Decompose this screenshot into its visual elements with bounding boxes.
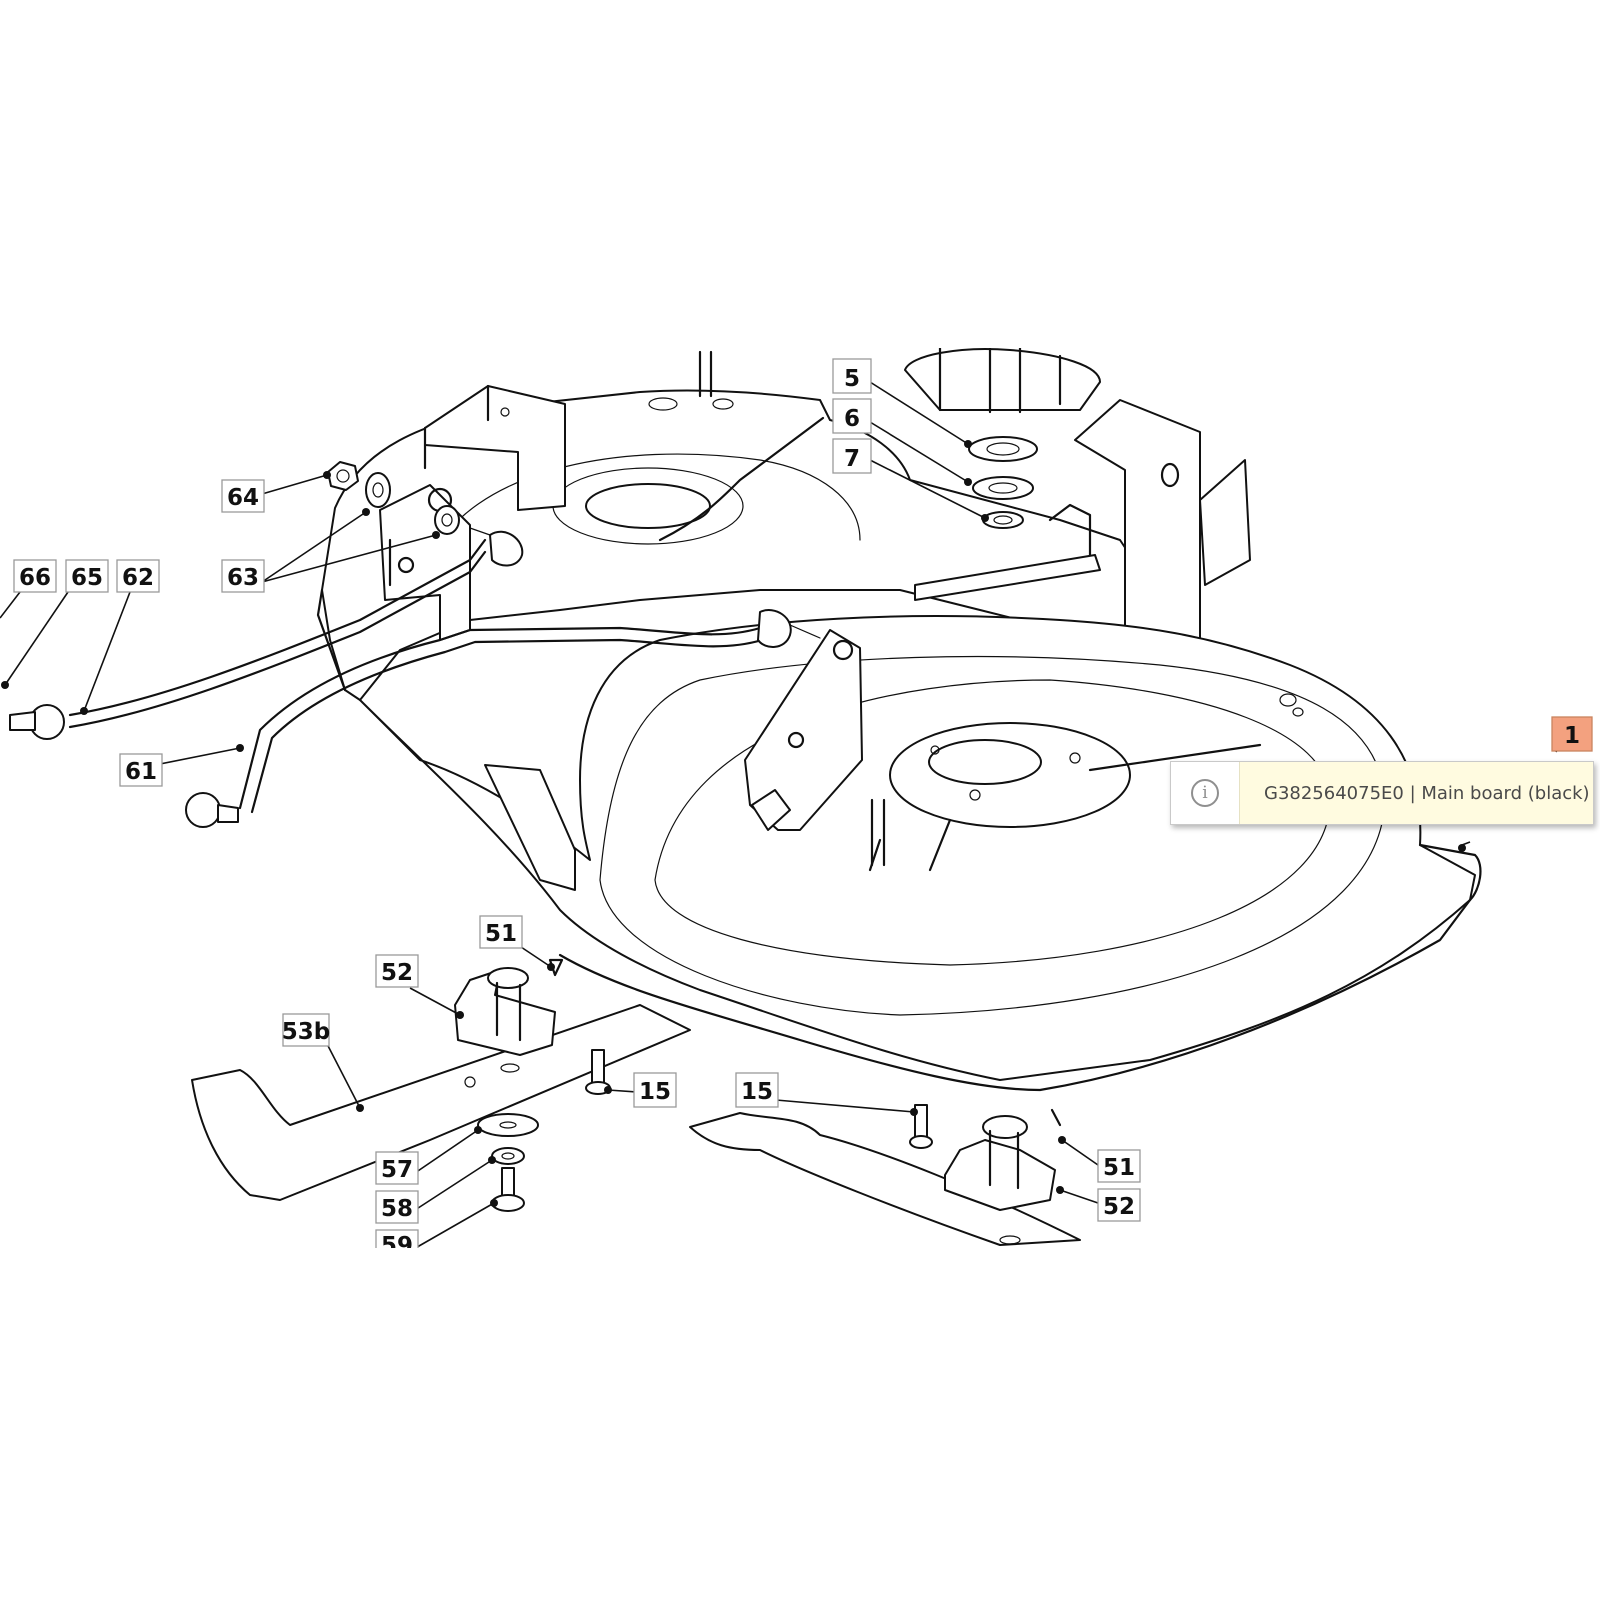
svg-text:63: 63 bbox=[227, 565, 259, 591]
part-label-53b[interactable]: 53b bbox=[282, 1013, 330, 1047]
part-label-7[interactable]: 7 bbox=[832, 438, 872, 474]
svg-text:15: 15 bbox=[741, 1079, 773, 1105]
part-label-5[interactable]: 5 bbox=[832, 358, 872, 394]
mower-deck-drawing bbox=[316, 343, 1482, 1092]
part-label-52-left[interactable]: 52 bbox=[375, 954, 419, 988]
info-icon: i bbox=[1191, 779, 1219, 807]
part-labels: 5 6 7 64 63 66 65 62 61 1 51 52 53b 15 1… bbox=[13, 358, 1593, 1259]
svg-text:7: 7 bbox=[844, 446, 860, 472]
part-label-51-left[interactable]: 51 bbox=[479, 915, 523, 949]
part-label-52-right[interactable]: 52 bbox=[1097, 1188, 1141, 1222]
svg-text:53b: 53b bbox=[282, 1019, 330, 1045]
part-label-66[interactable]: 66 bbox=[13, 559, 57, 593]
leader-lines bbox=[0, 381, 1559, 1251]
svg-text:58: 58 bbox=[381, 1196, 413, 1222]
lift-rods bbox=[9, 461, 821, 828]
part-label-1[interactable]: 1 bbox=[1551, 716, 1593, 752]
part-label-65[interactable]: 65 bbox=[65, 559, 109, 593]
svg-text:5: 5 bbox=[844, 366, 860, 392]
svg-text:66: 66 bbox=[19, 565, 51, 591]
svg-text:65: 65 bbox=[71, 565, 103, 591]
part-label-58[interactable]: 58 bbox=[375, 1190, 419, 1224]
svg-text:52: 52 bbox=[381, 960, 413, 986]
part-label-6[interactable]: 6 bbox=[832, 398, 872, 434]
svg-text:61: 61 bbox=[125, 759, 157, 785]
part-label-63[interactable]: 63 bbox=[221, 559, 265, 593]
svg-text:6: 6 bbox=[844, 406, 860, 432]
part-tooltip: i G382564075E0 | Main board (black) bbox=[1170, 761, 1594, 825]
svg-text:51: 51 bbox=[1103, 1155, 1135, 1181]
svg-text:62: 62 bbox=[122, 565, 154, 591]
svg-text:57: 57 bbox=[381, 1157, 413, 1183]
svg-text:51: 51 bbox=[485, 921, 517, 947]
diagram-bottom-margin bbox=[0, 1248, 1600, 1600]
svg-text:1: 1 bbox=[1564, 723, 1580, 749]
svg-text:52: 52 bbox=[1103, 1194, 1135, 1220]
svg-text:15: 15 bbox=[639, 1079, 671, 1105]
diagram-top-margin bbox=[0, 0, 1600, 348]
part-label-51-right[interactable]: 51 bbox=[1097, 1149, 1141, 1183]
tooltip-icon-cell: i bbox=[1171, 762, 1240, 824]
tooltip-text: G382564075E0 | Main board (black) bbox=[1264, 782, 1590, 804]
svg-text:64: 64 bbox=[227, 485, 259, 511]
blades-and-adapters bbox=[191, 958, 1081, 1246]
part-label-64[interactable]: 64 bbox=[221, 479, 265, 513]
part-label-62[interactable]: 62 bbox=[116, 559, 160, 593]
part-label-15-right[interactable]: 15 bbox=[735, 1072, 779, 1108]
part-label-15-left[interactable]: 15 bbox=[633, 1072, 677, 1108]
part-label-61[interactable]: 61 bbox=[119, 753, 163, 787]
part-label-57[interactable]: 57 bbox=[375, 1151, 419, 1185]
